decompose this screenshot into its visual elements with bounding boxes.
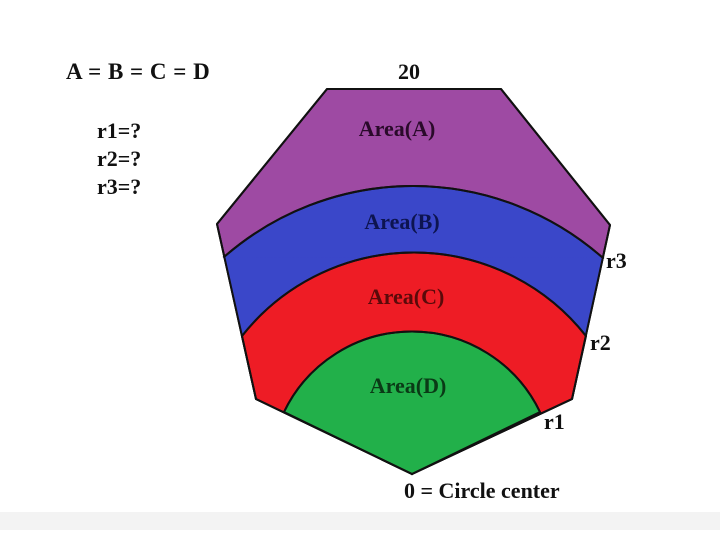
- circle-center-label: 0 = Circle center: [404, 478, 560, 503]
- unknown-r1: r1=?: [97, 118, 142, 143]
- unknown-r3: r3=?: [97, 174, 142, 199]
- region-c-label: Area(C): [368, 284, 445, 309]
- r3-label: r3: [606, 248, 627, 273]
- arc-r2: [241, 251, 587, 337]
- region-b-label: Area(B): [364, 209, 439, 234]
- top-edge-length-label: 20: [398, 59, 420, 84]
- r2-label: r2: [590, 330, 611, 355]
- equal-areas-equation: A = B = C = D: [66, 59, 211, 84]
- arc-r1: [283, 330, 541, 413]
- r1-label: r1: [544, 409, 565, 434]
- region-a-label: Area(A): [359, 116, 436, 141]
- bottom-strip: [0, 512, 720, 530]
- polygon-outline: [216, 88, 611, 475]
- unknown-r2: r2=?: [97, 146, 142, 171]
- unknowns-list: r1=? r2=? r3=?: [97, 120, 141, 204]
- region-d-label: Area(D): [370, 373, 447, 398]
- arc-r3: [223, 185, 604, 259]
